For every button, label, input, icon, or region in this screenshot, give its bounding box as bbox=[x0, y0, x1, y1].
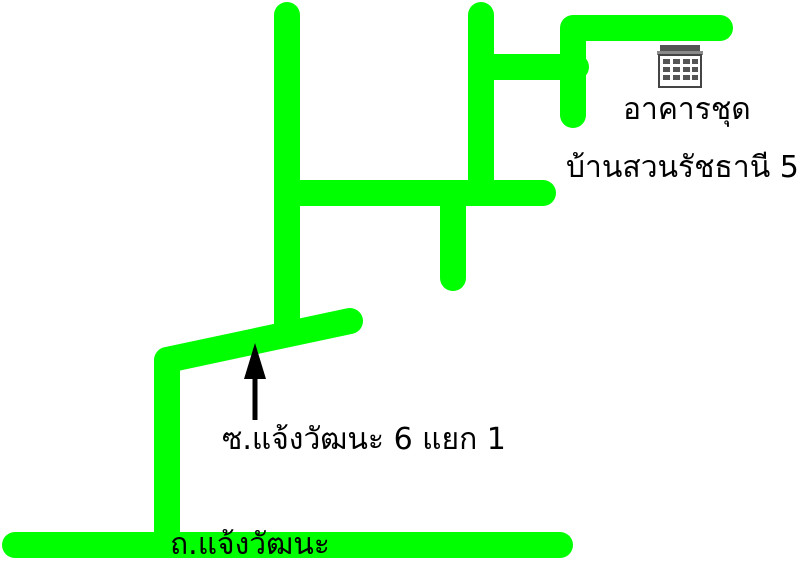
building-icon bbox=[657, 45, 703, 88]
building-label-line2: บ้านสวนรัชธานี 5 bbox=[566, 150, 799, 185]
building-label-line1: อาคารชุด bbox=[623, 92, 751, 127]
road-to-building bbox=[560, 15, 733, 128]
road-network bbox=[2, 2, 733, 558]
arrow-up-icon bbox=[244, 343, 266, 420]
soi-label: ซ.แจ้งวัฒนะ 6 แยก 1 bbox=[222, 422, 506, 457]
main-road-label: ถ.แจ้งวัฒนะ bbox=[170, 527, 330, 562]
